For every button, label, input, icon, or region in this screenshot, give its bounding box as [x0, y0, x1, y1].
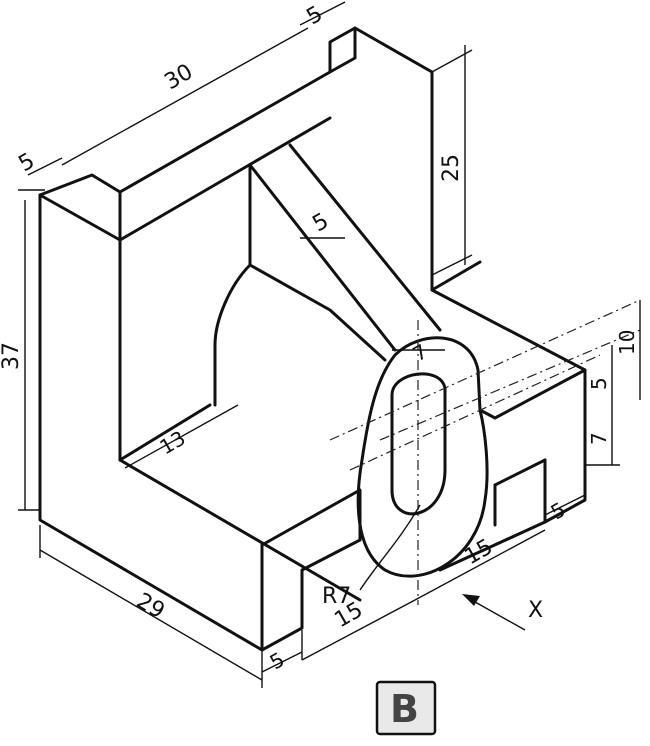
dimension-labels: 30 5 5 25 5 37 10 5 7 7 13 29 5 15 15 5 …: [0, 2, 639, 675]
dim-radius: R7: [322, 584, 351, 609]
dim-boss-offset-right: 15: [461, 535, 498, 571]
view-label-text: B: [390, 687, 419, 731]
dim-top-left-thickness: 5: [15, 149, 40, 178]
boss-with-slot: [356, 336, 489, 578]
dim-rib-thickness: 5: [309, 209, 334, 238]
dimension-lines: [18, 1, 641, 688]
dim-slot-height-total: 10: [615, 330, 639, 355]
dim-top-width: 30: [161, 60, 198, 96]
dim-slot-lower: 7: [587, 432, 611, 445]
inclined-rib: [248, 143, 442, 352]
dim-top-right-thickness: 5: [303, 2, 328, 31]
back-plate: [38, 26, 434, 652]
dim-slot-width: 7: [409, 339, 432, 366]
dim-overall-height: 37: [0, 342, 24, 370]
view-label: B: [375, 680, 437, 736]
dim-inner-depth: 13: [156, 426, 190, 460]
dim-slot-upper: 5: [587, 377, 611, 390]
center-lines: [329, 299, 641, 605]
view-direction-label: X: [528, 598, 543, 623]
base-block: [260, 260, 587, 652]
dim-back-height: 25: [439, 154, 464, 182]
